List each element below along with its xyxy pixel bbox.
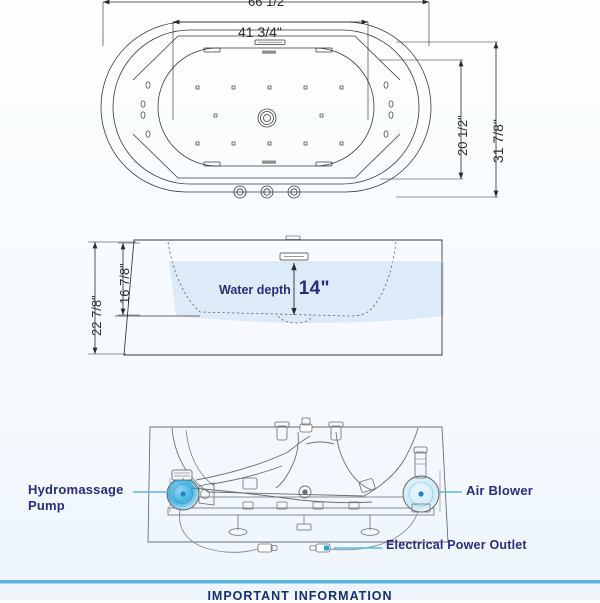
footer-heading: IMPORTANT INFORMATION bbox=[207, 589, 393, 603]
overflow-plate bbox=[254, 39, 286, 45]
manifold-fittings bbox=[242, 501, 360, 510]
drain-fitting bbox=[257, 108, 277, 128]
side-rim-fitting bbox=[285, 235, 301, 240]
water-depth-callout: Water depth 14" bbox=[219, 278, 330, 300]
pipe-stubs bbox=[274, 417, 344, 441]
water-depth-label: Water depth bbox=[219, 283, 291, 297]
dim-label-interior-width: 20 1/2" bbox=[455, 115, 470, 156]
deck-corner-tl bbox=[132, 35, 179, 81]
air-control-bottom bbox=[262, 160, 276, 164]
air-jet-row-upper bbox=[195, 85, 344, 90]
basin-drain-dashed bbox=[277, 315, 314, 324]
dim-label-overall-height: 22 7/8" bbox=[89, 295, 104, 336]
callout-pump-line2: Pump bbox=[28, 498, 65, 514]
basin-profile-dashed bbox=[167, 241, 397, 317]
faucet-valve-set bbox=[233, 185, 301, 199]
side-overflow-plate bbox=[279, 252, 309, 261]
deck-jet-plate-tl bbox=[203, 47, 221, 53]
tub-underside-profile bbox=[171, 427, 419, 497]
power-cords bbox=[178, 509, 419, 553]
deck-jet-plate-br bbox=[315, 161, 333, 167]
deck-corner-br bbox=[354, 133, 401, 179]
water-jets-right bbox=[383, 81, 394, 138]
equipment-view-group bbox=[133, 417, 462, 553]
top-view-dimension-lines bbox=[102, 0, 499, 198]
elbow-fittings bbox=[242, 477, 376, 493]
support-legs bbox=[228, 515, 380, 536]
deck-jet-plate-bl bbox=[203, 161, 221, 167]
hydromassage-pump-icon bbox=[166, 469, 215, 511]
callout-electrical-power-outlet: Electrical Power Outlet bbox=[386, 538, 527, 552]
callout-pump-line1: Hydromassage bbox=[28, 482, 124, 497]
air-blower-icon bbox=[402, 446, 440, 513]
plumbing-hoses bbox=[191, 431, 373, 504]
side-view-dimension-lines bbox=[88, 241, 140, 355]
tub-inner-basin bbox=[157, 47, 375, 167]
plug-connector-right bbox=[309, 543, 331, 553]
footer-divider bbox=[0, 580, 600, 584]
callout-air-blower: Air Blower bbox=[466, 483, 534, 498]
top-view-group bbox=[100, 21, 432, 199]
deck-corner-bl bbox=[132, 133, 179, 179]
deck-corner-tr bbox=[354, 35, 401, 81]
dim-label-overall-width: 31 7/8" bbox=[490, 119, 506, 163]
equipment-enclosure bbox=[147, 426, 449, 543]
support-frame-rail bbox=[167, 507, 435, 516]
water-fill bbox=[169, 262, 444, 323]
callout-leaders bbox=[133, 491, 462, 549]
air-control-top bbox=[262, 50, 276, 54]
water-jets-left bbox=[140, 81, 151, 138]
tub-rim-outline bbox=[112, 29, 420, 185]
air-jet-row-center bbox=[213, 113, 324, 118]
callout-hydromassage-pump: Hydromassage Pump bbox=[28, 482, 124, 515]
dim-label-interior-length: 41 3/4" bbox=[238, 24, 282, 40]
water-depth-value: 14" bbox=[298, 278, 330, 299]
side-view-group bbox=[115, 235, 444, 356]
tub-outer-shell bbox=[100, 21, 432, 193]
air-jet-row-lower bbox=[195, 141, 344, 146]
dim-label-basin-height: 16 7/8" bbox=[117, 263, 132, 304]
dim-label-overall-length: 66 1/2" bbox=[248, 0, 289, 9]
deck-jet-plate-tr bbox=[315, 47, 333, 53]
plug-connector-left bbox=[257, 543, 278, 553]
